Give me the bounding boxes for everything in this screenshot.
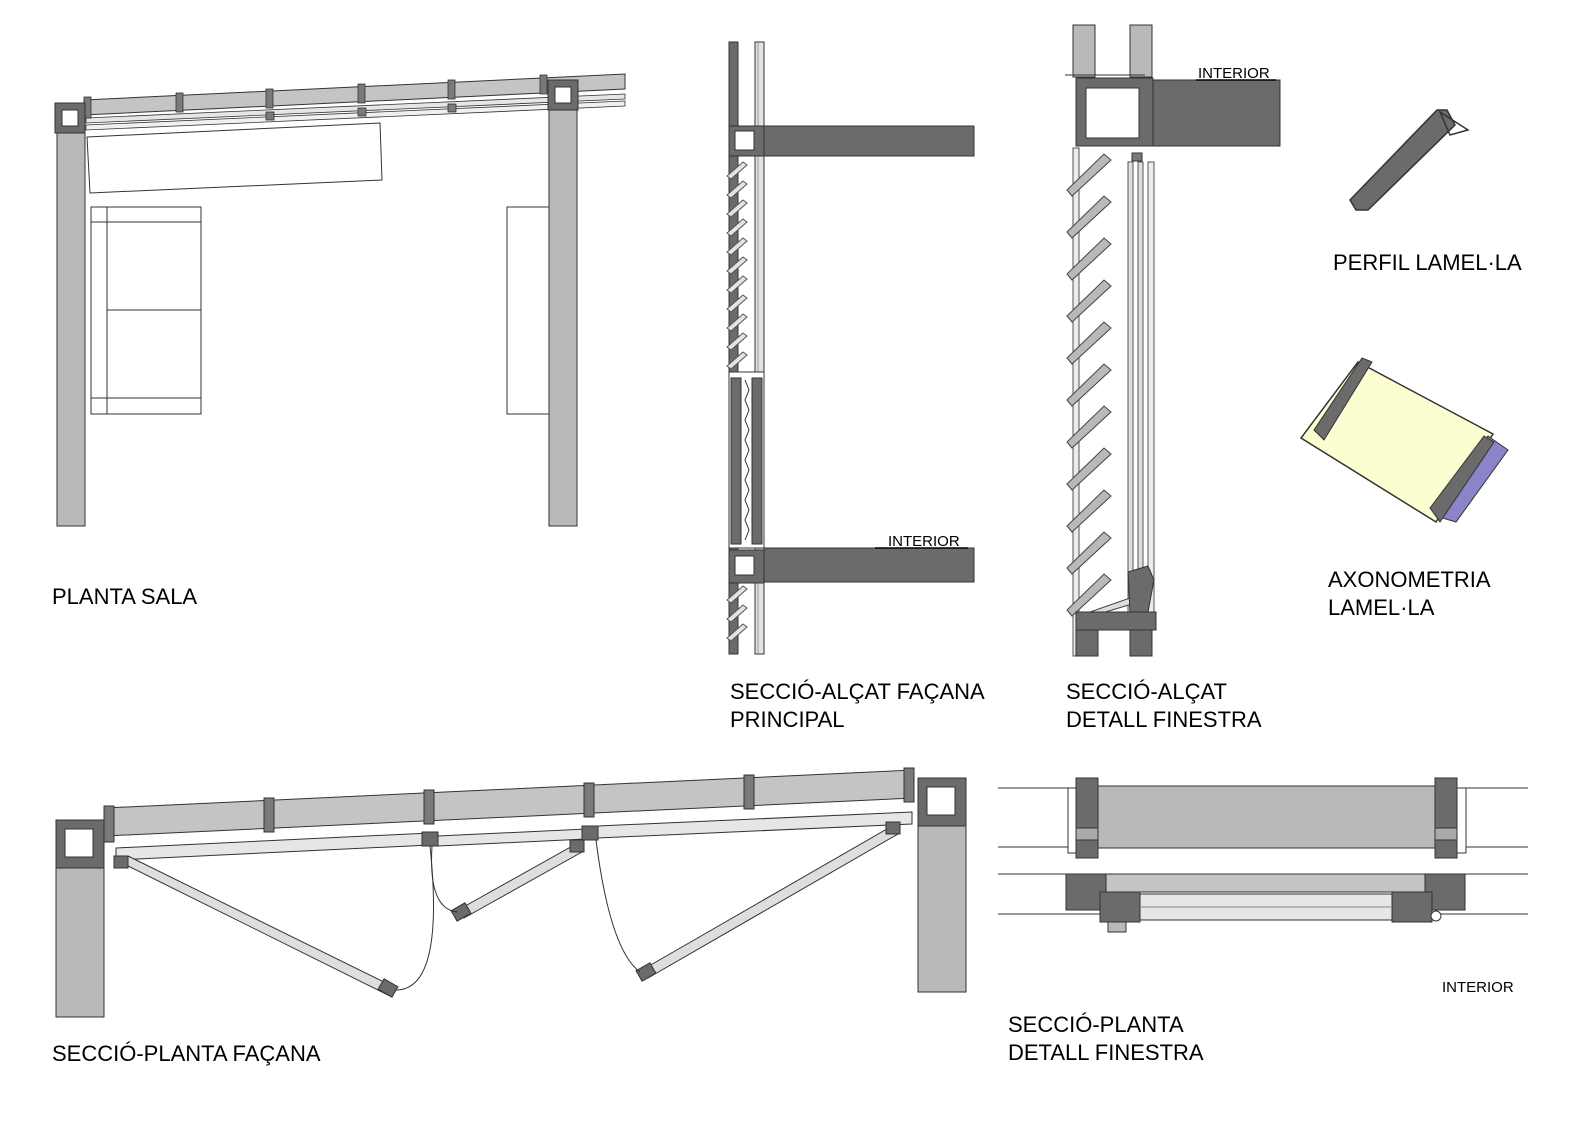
perfil-lamella-drawing — [1349, 109, 1470, 211]
seccio-alcat-facana-drawing — [726, 41, 975, 655]
seccio-planta-facana-drawing — [55, 767, 967, 1018]
label-seccio-planta-facana: SECCIÓ-PLANTA FAÇANA — [52, 1041, 321, 1066]
seccio-planta-detall-drawing — [998, 777, 1528, 933]
label-interior-planta: INTERIOR — [1442, 979, 1514, 996]
label-interior-facana: INTERIOR — [888, 533, 960, 550]
label-seccio-alcat-facana-line1: SECCIÓ-ALÇAT FAÇANA — [730, 679, 985, 704]
label-axonometria-line2: LAMEL·LA — [1328, 595, 1435, 620]
label-seccio-alcat-detall-line1: SECCIÓ-ALÇAT — [1066, 679, 1227, 704]
seccio-alcat-detall-drawing — [1065, 24, 1281, 657]
label-axonometria-line1: AXONOMETRIA — [1328, 567, 1491, 592]
label-seccio-alcat-detall-line2: DETALL FINESTRA — [1066, 707, 1262, 732]
label-perfil-lamella: PERFIL LAMEL·LA — [1333, 250, 1522, 275]
axonometria-lamella-drawing — [1299, 357, 1509, 524]
label-seccio-alcat-facana-line2: PRINCIPAL — [730, 707, 845, 732]
label-interior-detall: INTERIOR — [1198, 65, 1270, 82]
label-planta-sala: PLANTA SALA — [52, 584, 197, 609]
planta-sala-drawing — [54, 73, 626, 527]
label-seccio-planta-detall-line1: SECCIÓ-PLANTA — [1008, 1012, 1184, 1037]
label-seccio-planta-detall-line2: DETALL FINESTRA — [1008, 1040, 1204, 1065]
